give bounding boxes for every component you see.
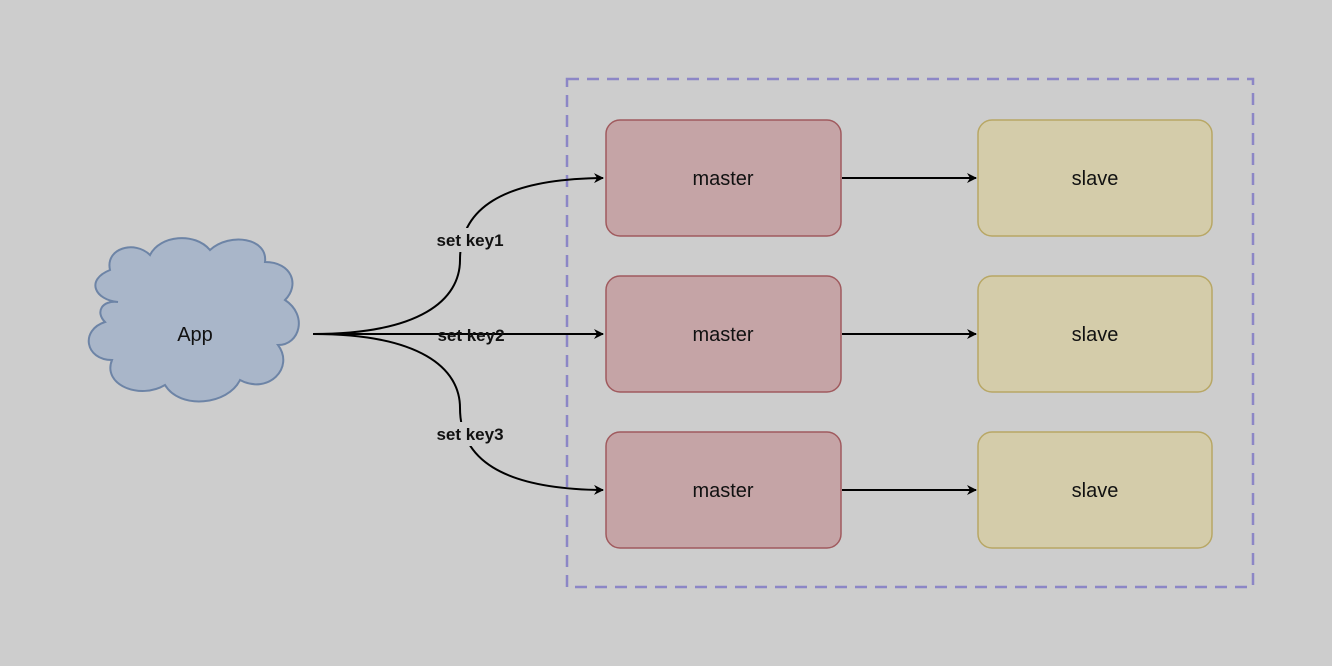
slave-node-2 <box>977 275 1213 393</box>
slave-node-3 <box>977 431 1213 549</box>
master-node-1 <box>605 119 842 237</box>
app-cloud-node: App <box>87 237 300 403</box>
edge-label-set-key2: set key2 <box>437 326 504 345</box>
master-node-2 <box>605 275 842 393</box>
edge-label-set-key1: set key1 <box>436 231 503 250</box>
edge-set-key1 <box>312 173 604 335</box>
slave-label-3: slave <box>1072 480 1119 502</box>
slave-node-1 <box>977 119 1213 237</box>
cloud-icon <box>87 237 300 403</box>
shard-1: master slave <box>605 119 1213 237</box>
shard-2: master slave <box>605 275 1213 393</box>
slave-label-1: slave <box>1072 168 1119 190</box>
edge-label-bg-1 <box>424 228 514 252</box>
app-label: App <box>177 324 213 346</box>
edge-set-key3 <box>312 333 604 495</box>
cluster-boundary <box>565 77 1255 589</box>
master-label-1: master <box>692 168 753 190</box>
app-to-master-edges <box>312 173 604 495</box>
edge-label-bg-3 <box>424 422 514 446</box>
master-node-3 <box>605 431 842 549</box>
slave-label-2: slave <box>1072 324 1119 346</box>
master-label-3: master <box>692 480 753 502</box>
shard-3: master slave <box>605 431 1213 549</box>
master-label-2: master <box>692 324 753 346</box>
edge-label-set-key3: set key3 <box>436 425 503 444</box>
